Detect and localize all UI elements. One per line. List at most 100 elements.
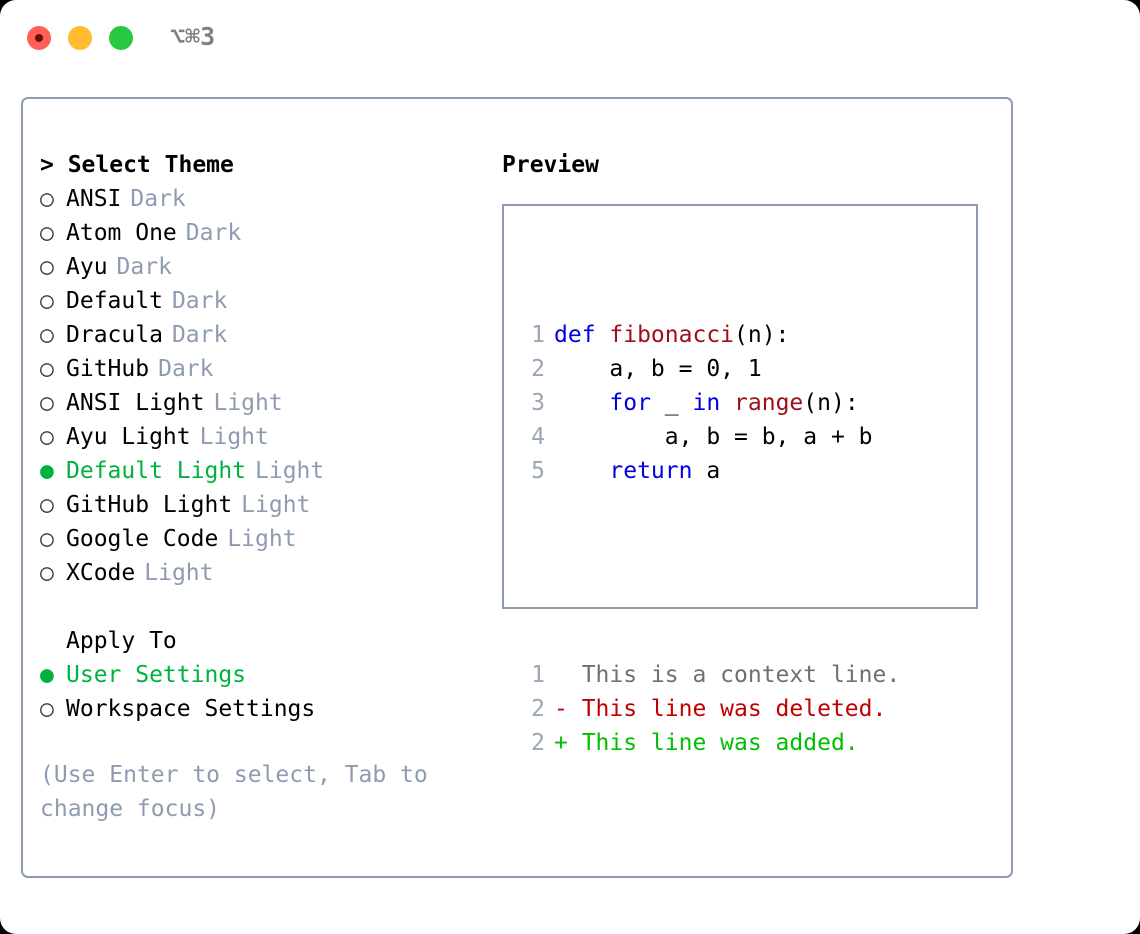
theme-option-category: Dark — [171, 288, 228, 314]
preview-header: Preview — [502, 152, 599, 178]
radio-unselected-icon[interactable]: ○ — [40, 356, 54, 382]
theme-option-category: Light — [241, 492, 311, 518]
radio-selected-icon[interactable]: ● — [40, 662, 54, 688]
diff-line: 2 - This line was deleted. — [517, 692, 900, 726]
theme-option-name: Default — [66, 288, 163, 314]
radio-unselected-icon[interactable]: ○ — [40, 526, 54, 552]
code-token-plain — [720, 390, 734, 416]
theme-option-name: XCode — [66, 560, 136, 586]
radio-unselected-icon[interactable]: ○ — [40, 254, 54, 280]
keyboard-hint: (Use Enter to select, Tab to change focu… — [40, 762, 442, 822]
code-text: a, b = 0, 1 — [545, 352, 762, 386]
line-number: 1 — [531, 322, 545, 348]
theme-option-row[interactable]: ○ Ayu Dark — [40, 250, 490, 284]
diff-line-number: 2 — [531, 730, 545, 756]
radio-unselected-icon[interactable]: ○ — [40, 220, 54, 246]
diff-line: 1 This is a context line. — [517, 658, 900, 692]
diff-line-text-del: - This line was deleted. — [554, 696, 887, 722]
window-title: ⌥⌘3 — [170, 22, 216, 51]
theme-option-name: Google Code — [66, 526, 219, 552]
radio-unselected-icon[interactable]: ○ — [40, 186, 54, 212]
code-text: def fibonacci(n): — [545, 318, 789, 352]
theme-option-row[interactable]: ○ Default Dark — [40, 284, 490, 318]
theme-option-row[interactable]: ○ Google Code Light — [40, 522, 490, 556]
code-line: 5 return a — [517, 454, 900, 488]
close-button[interactable] — [27, 26, 51, 50]
theme-option-name: Ayu Light — [66, 424, 191, 450]
radio-unselected-icon[interactable]: ○ — [40, 322, 54, 348]
code-line: 4 a, b = b, a + b — [517, 420, 900, 454]
code-token-kw: for — [609, 390, 651, 416]
theme-option-category: Light — [227, 526, 297, 552]
theme-option-category: Dark — [171, 322, 228, 348]
apply-to-option-label: Workspace Settings — [66, 696, 316, 722]
radio-unselected-icon[interactable]: ○ — [40, 492, 54, 518]
code-token-plain: _ — [650, 390, 693, 416]
title-bar: ⌥⌘3 — [0, 0, 1140, 78]
line-number: 3 — [531, 390, 545, 416]
theme-option-row[interactable]: ○ Ayu Light Light — [40, 420, 490, 454]
radio-unselected-icon[interactable]: ○ — [40, 390, 54, 416]
theme-option-category: Light — [199, 424, 269, 450]
code-text: return a — [545, 454, 720, 488]
line-number: 2 — [531, 356, 545, 382]
theme-option-row[interactable]: ○ XCode Light — [40, 556, 490, 590]
apply-to-option-row[interactable]: ●User Settings — [40, 658, 490, 692]
radio-unselected-icon[interactable]: ○ — [40, 424, 54, 450]
theme-option-name: Ayu — [66, 254, 108, 280]
theme-option-category: Dark — [185, 220, 242, 246]
code-token-fn: range — [734, 390, 804, 416]
code-token-fn: fibonacci — [609, 322, 735, 348]
theme-option-name: ANSI — [66, 186, 122, 212]
theme-option-row[interactable]: ○ Dracula Dark — [40, 318, 490, 352]
theme-option-category: Dark — [130, 186, 186, 212]
theme-option-name: Dracula — [66, 322, 163, 348]
diff-line-number: 2 — [531, 696, 545, 722]
diff-line-text-add: + This line was added. — [554, 730, 859, 756]
theme-option-row[interactable]: ○ ANSI Dark — [40, 182, 490, 216]
code-line: 3 for _ in range(n): — [517, 386, 900, 420]
radio-selected-icon[interactable]: ● — [40, 458, 54, 484]
theme-option-row[interactable]: ○ Atom One Dark — [40, 216, 490, 250]
diff-line: 2 + This line was added. — [517, 726, 900, 760]
radio-unselected-icon[interactable]: ○ — [40, 560, 54, 586]
traffic-lights — [27, 26, 133, 50]
diff-sample: 1 This is a context line. 2 - This line wa… — [517, 658, 900, 760]
maximize-button[interactable] — [109, 26, 133, 50]
code-token-plain: a — [692, 458, 721, 484]
theme-option-category: Light — [144, 560, 214, 586]
minimize-button[interactable] — [68, 26, 92, 50]
theme-option-name: ANSI Light — [66, 390, 205, 416]
code-token-kw: return — [609, 458, 693, 484]
code-text: for _ in range(n): — [545, 386, 858, 420]
apply-to-list[interactable]: ●User Settings ○ Workspace Settings — [40, 658, 490, 726]
apply-to-option-row[interactable]: ○ Workspace Settings — [40, 692, 490, 726]
code-token-plain: a, b = 0, 1 — [554, 356, 762, 382]
list-spacer — [40, 590, 490, 624]
radio-unselected-icon[interactable]: ○ — [40, 288, 54, 314]
line-number: 5 — [531, 458, 545, 484]
code-token-plain: a, b = b, a + b — [554, 424, 873, 450]
diff-line-text-ctx: This is a context line. — [554, 662, 901, 688]
code-line: 2 a, b = 0, 1 — [517, 352, 900, 386]
theme-option-name: Atom One — [66, 220, 177, 246]
theme-option-category: Dark — [158, 356, 214, 382]
code-token-plain: (n): — [734, 322, 790, 348]
theme-option-category: Dark — [116, 254, 172, 280]
code-text: a, b = b, a + b — [545, 420, 873, 454]
code-token-kw: def — [554, 322, 610, 348]
line-number: 4 — [531, 424, 545, 450]
radio-unselected-icon[interactable]: ○ — [40, 696, 54, 722]
